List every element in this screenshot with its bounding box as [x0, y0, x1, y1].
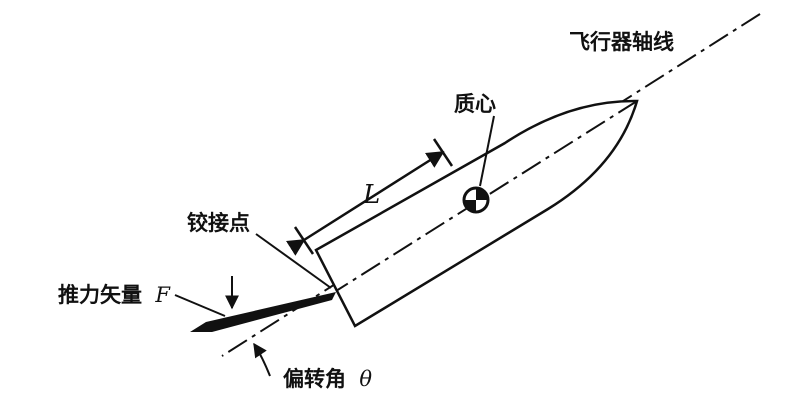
center-of-mass-label: 质心 — [454, 92, 496, 116]
center-of-mass-symbol — [462, 186, 490, 214]
hinge-leader-line — [255, 233, 332, 289]
hinge-point-label: 铰接点 — [187, 211, 250, 235]
thrust-vector-arrow — [190, 292, 336, 332]
deflection-angle-arrow — [253, 342, 271, 377]
thrust-vector-symbol: F — [154, 283, 171, 307]
thrust-vector-label: 推力矢量 F — [58, 283, 171, 307]
body-axis-segment — [335, 100, 638, 292]
length-label: L — [362, 180, 380, 210]
deflection-angle-symbol: θ — [359, 367, 372, 391]
thrust-leader-line — [174, 294, 226, 317]
length-dimension — [286, 138, 454, 256]
com-leader-line — [479, 115, 495, 187]
deflection-angle-label: 偏转角 θ — [283, 367, 372, 391]
deflection-angle-text: 偏转角 — [283, 367, 346, 391]
vehicle-axis-label: 飞行器轴线 — [569, 30, 674, 54]
thrust-vector-text: 推力矢量 — [58, 283, 142, 307]
